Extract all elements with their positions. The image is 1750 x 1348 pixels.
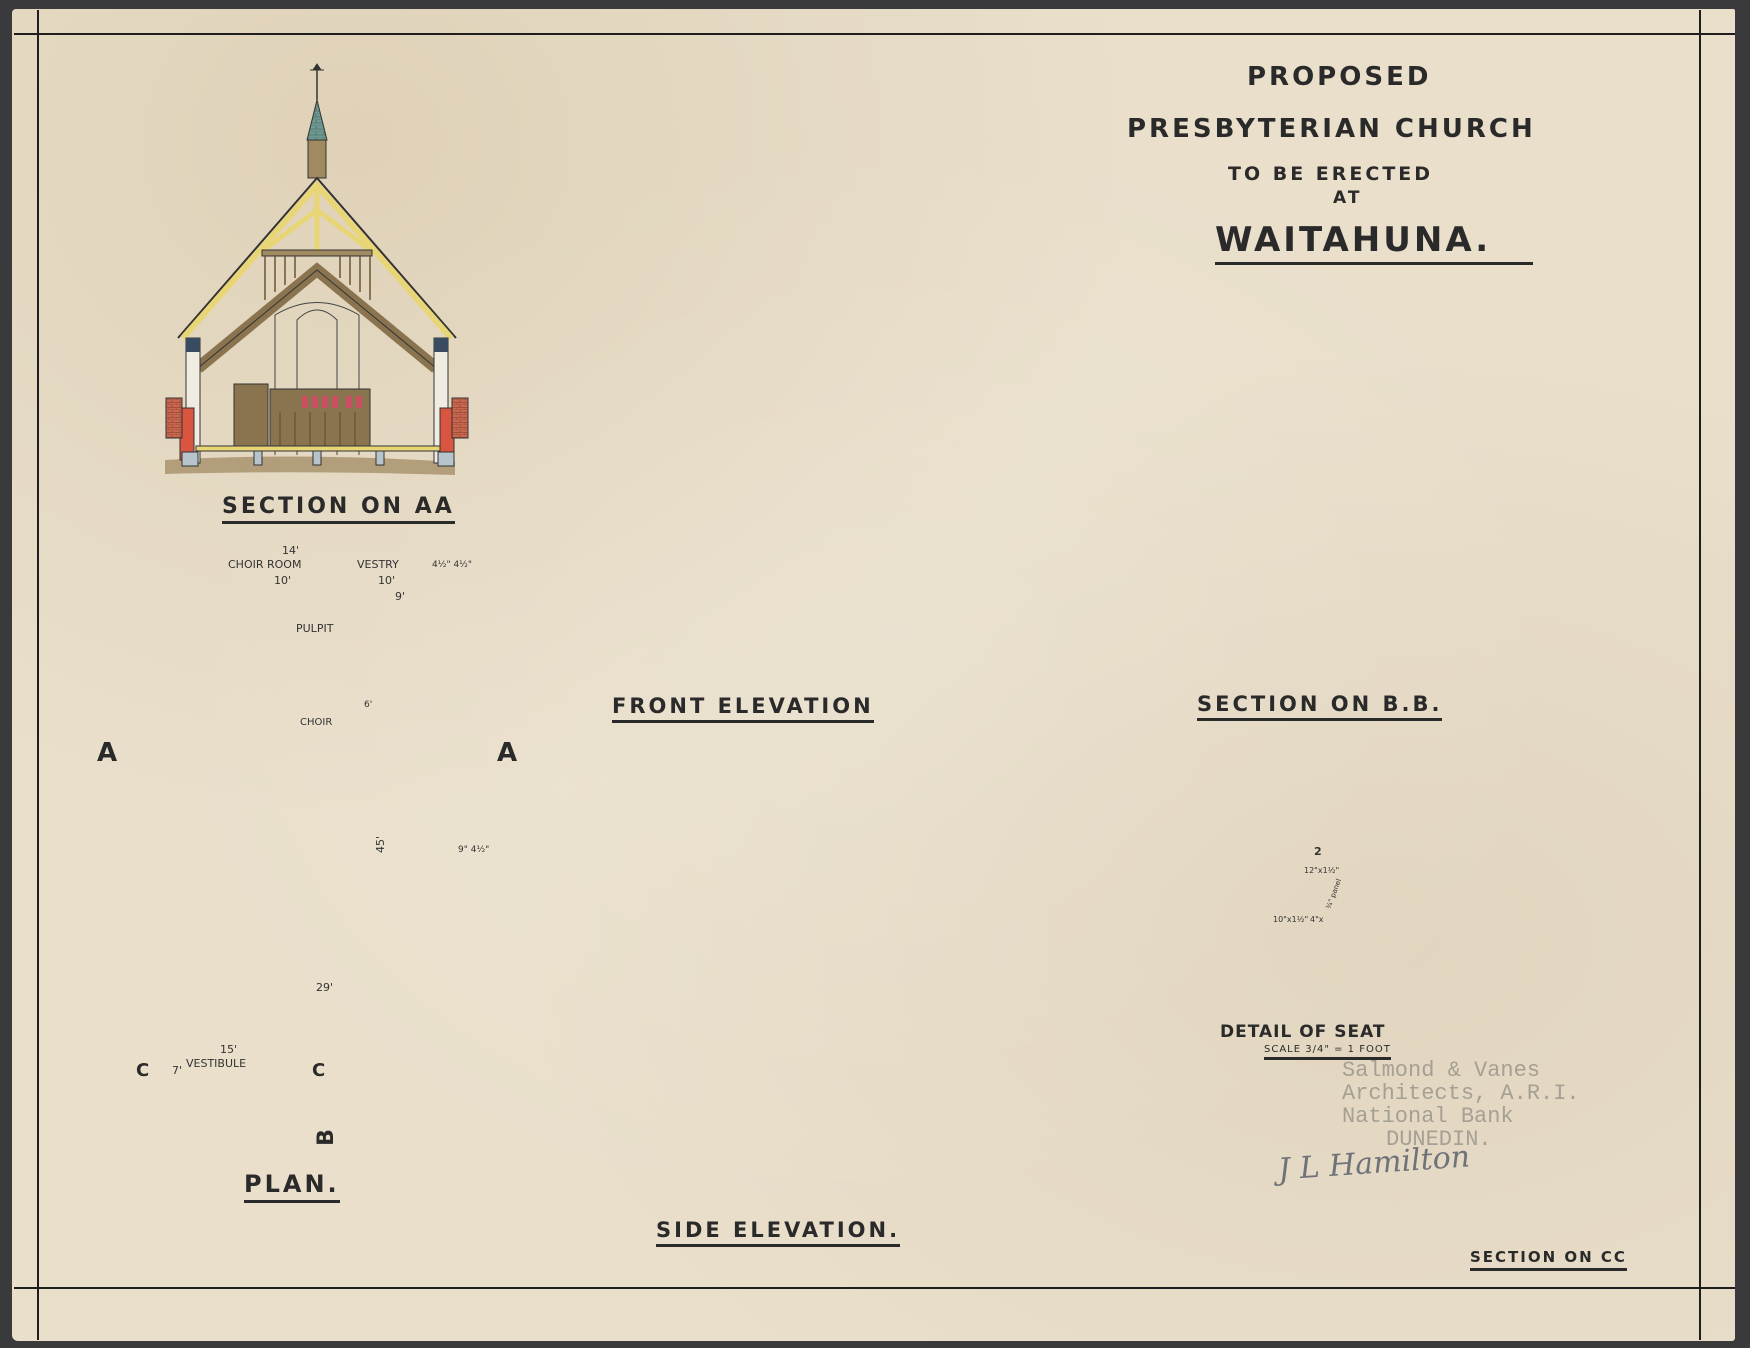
plan-label-choir-room: CHOIR ROOM [228,558,302,571]
seat-back-dim: 12"x1½" [1304,866,1340,875]
caption-plan: PLAN. [244,1170,340,1203]
plan-dim-29: 29' [316,981,334,994]
plan-dim-10a: 10' [274,574,292,587]
architect-stamp-line1: Salmond & Vanes [1342,1058,1541,1083]
plan-dim-10b: 10' [378,574,396,587]
plan-dim-15: 15' [220,1043,238,1056]
title-to-be-erected: TO BE ERECTED [1228,163,1434,185]
plan-label-vestry: VESTRY [357,558,399,571]
seat-seat-dim: 10"x1½" [1273,915,1309,924]
plan-dim-14: 14' [282,544,300,557]
plan-label-choir: CHOIR [300,717,333,728]
seat-rail-dim: 4"x [1310,915,1324,924]
section-aa-drawing [165,63,469,475]
plan-dim-45: 45' [374,835,388,854]
title-proposed: PROPOSED [1247,62,1432,92]
plan-dim-wall: 9" 4½" [458,845,490,855]
plan-dim-7: 7' [172,1064,183,1077]
section-marker-a-right: A [497,738,518,768]
seat-number: 2 [1314,845,1322,858]
section-marker-c-left: C [136,1060,150,1081]
architect-stamp-line3: National Bank [1342,1104,1514,1129]
title-church-name: PRESBYTERIAN CHURCH [1127,114,1536,144]
section-marker-b: B [313,1129,339,1146]
caption-front-elevation: FRONT ELEVATION [612,694,874,723]
plan-dim-wall2: 4½" 4½" [432,560,473,570]
caption-section-aa: SECTION ON AA [222,494,455,524]
plan-dim-6: 6' [364,700,373,710]
plan-label-pulpit: PULPIT [296,622,334,635]
caption-section-cc: SECTION ON CC [1470,1248,1627,1271]
section-marker-a-left: A [97,738,118,768]
sheet-border [14,10,1735,1340]
caption-side-elevation: SIDE ELEVATION. [656,1218,901,1247]
section-marker-c-right: C [312,1060,326,1081]
drawing-sheet [12,9,1735,1341]
title-at: AT [1333,188,1363,208]
title-location: WAITAHUNA. [1215,220,1533,265]
plan-label-vestibule: VESTIBULE [186,1057,247,1070]
architect-stamp-line2: Architects, A.R.I. [1342,1081,1580,1106]
caption-detail-of-seat: DETAIL OF SEAT [1220,1022,1386,1042]
caption-seat-scale: SCALE 3/4" = 1 FOOT [1264,1044,1391,1060]
architect-stamp-line4: DUNEDIN. [1386,1127,1492,1152]
caption-section-bb: SECTION ON B.B. [1197,692,1443,721]
plan-dim-9: 9' [395,590,406,603]
